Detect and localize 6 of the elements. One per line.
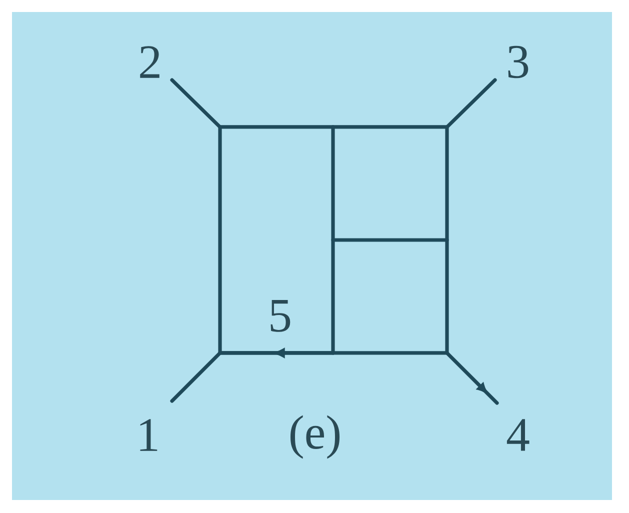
label: 2: [140, 46, 160, 78]
label: (e): [290, 415, 340, 459]
label: 4: [506, 419, 530, 451]
label: 3: [508, 46, 528, 78]
label: 1: [140, 419, 158, 451]
label: 5: [270, 300, 290, 332]
